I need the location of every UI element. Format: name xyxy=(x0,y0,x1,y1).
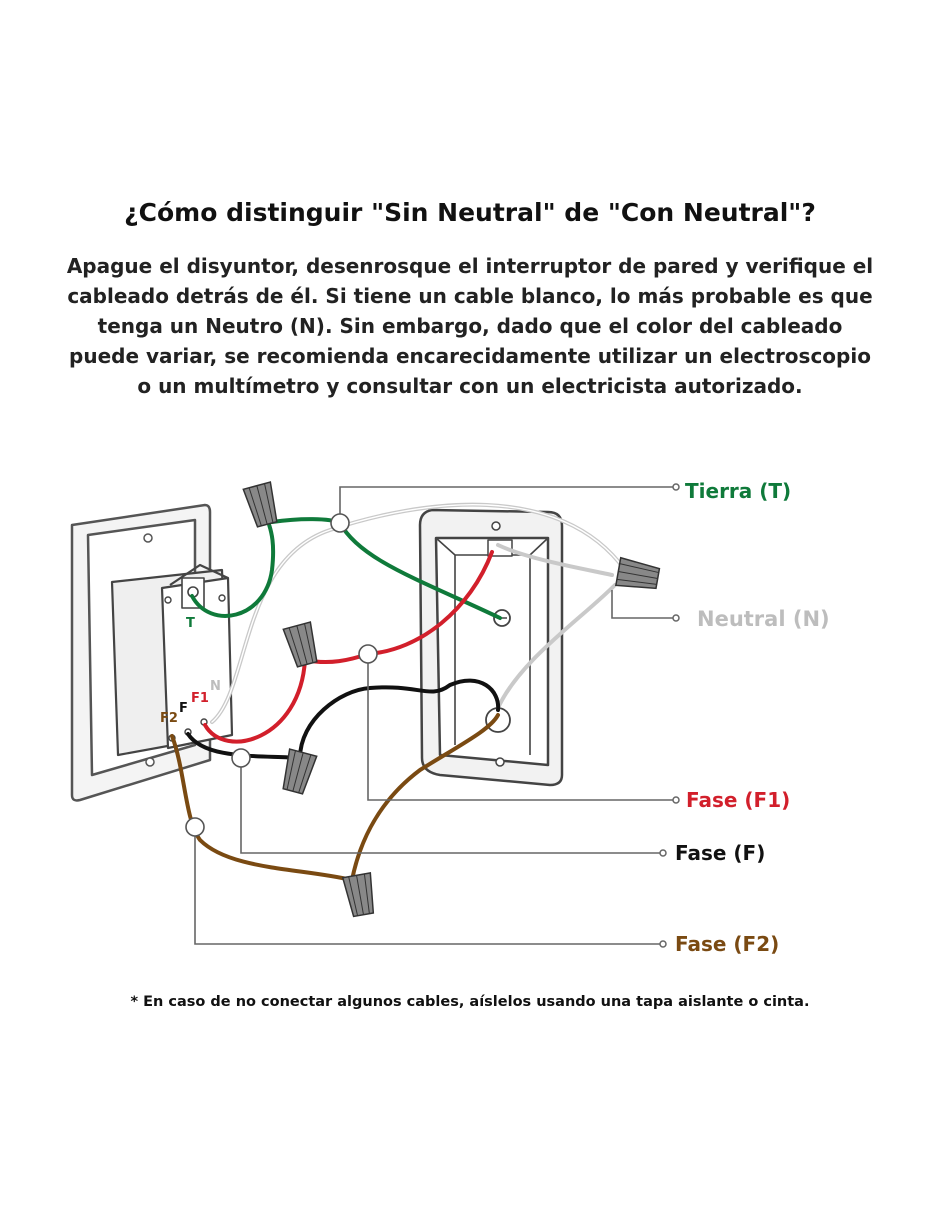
footnote: * En caso de no conectar algunos cables,… xyxy=(130,994,810,1010)
leader-lines xyxy=(194,486,676,945)
wire-nut-f xyxy=(282,748,318,795)
label-tierra: Tierra (T) xyxy=(685,479,791,503)
phase-f2-wire xyxy=(170,713,500,882)
electrical-box xyxy=(418,508,564,787)
intro-paragraph: Apague el disyuntor, desenrosque el inte… xyxy=(66,254,874,398)
switch-body xyxy=(110,563,234,757)
terminal-f-label: F xyxy=(179,701,188,716)
label-neutral: Neutral (N) xyxy=(697,607,830,631)
wire-nut-f1 xyxy=(282,621,318,668)
page-title: ¿Cómo distinguir "Sin Neutral" de "Con N… xyxy=(124,198,816,227)
terminal-f1-label: F1 xyxy=(191,691,209,706)
neutral-wire xyxy=(210,502,627,724)
wire-nut-neutral xyxy=(614,556,661,590)
phase-f1-wire xyxy=(203,550,494,744)
junction-circles xyxy=(185,513,378,837)
leader-endpoints xyxy=(659,483,680,948)
label-fase-f2: Fase (F2) xyxy=(675,932,779,956)
wire-nut-ground xyxy=(242,481,278,528)
label-fase-f: Fase (F) xyxy=(675,841,765,865)
terminal-f2-label: F2 xyxy=(160,711,178,726)
label-fase-f1: Fase (F1) xyxy=(686,788,790,812)
wire-nut-f2 xyxy=(341,871,375,918)
terminal-n-label: N xyxy=(210,679,221,694)
terminal-t-label: T xyxy=(186,616,195,631)
